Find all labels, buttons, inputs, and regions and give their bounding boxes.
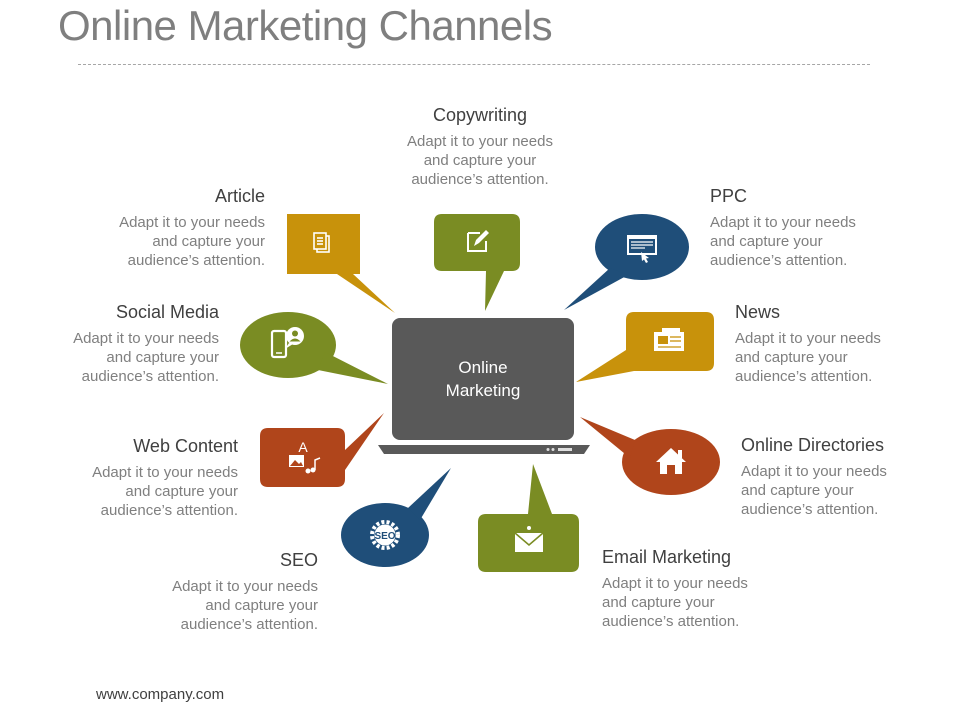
copywriting-text: Copywriting Adapt it to your needs and c…	[385, 105, 575, 189]
copywriting-description: Adapt it to your needs and capture your …	[407, 133, 553, 188]
seo-icon-text: SEO	[374, 531, 395, 542]
browser-click-icon	[627, 235, 657, 263]
laptop-base-dot	[551, 448, 555, 451]
news-bubble	[576, 312, 714, 382]
newspaper-icon	[654, 328, 684, 351]
news-title: News	[735, 302, 781, 322]
webcontent-description: Adapt it to your needs and capture your …	[92, 464, 238, 519]
article-text: Article Adapt it to your needs and captu…	[75, 186, 265, 270]
directories-text: Online Directories Adapt it to your need…	[741, 435, 931, 519]
news-text: News Adapt it to your needs and capture …	[735, 302, 925, 386]
copywriting-bubble	[434, 214, 520, 311]
email-description: Adapt it to your needs and capture your …	[602, 575, 748, 630]
center-label-line2: Marketing	[445, 381, 521, 400]
webcontent-bubble	[260, 413, 384, 487]
document-icon	[313, 232, 330, 253]
ppc-text: PPC Adapt it to your needs and capture y…	[710, 186, 900, 270]
laptop-base-light	[558, 448, 572, 451]
social-bubble	[240, 312, 388, 384]
center-label-line1: Online	[458, 358, 508, 377]
article-description: Adapt it to your needs and capture your …	[119, 214, 265, 269]
webcontent-text: Web Content Adapt it to your needs and c…	[48, 436, 238, 520]
laptop-base	[378, 445, 590, 454]
seo-description: Adapt it to your needs and capture your …	[172, 578, 318, 633]
edit-icon	[467, 230, 489, 252]
directories-title: Online Directories	[741, 435, 885, 455]
mobile-user-icon	[270, 327, 304, 359]
copywriting-title: Copywriting	[432, 105, 528, 125]
ppc-title: PPC	[710, 186, 748, 206]
laptop-screen	[392, 318, 574, 440]
social-title: Social Media	[115, 302, 219, 322]
seo-title: SEO	[279, 550, 318, 570]
seo-text: SEO Adapt it to your needs and capture y…	[128, 550, 318, 634]
social-description: Adapt it to your needs and capture your …	[73, 330, 219, 385]
page-title: Online Marketing Channels	[58, 2, 553, 49]
laptop-base-dot	[546, 448, 550, 451]
envelope-icon	[514, 526, 544, 552]
article-bubble	[287, 214, 395, 313]
email-bubble	[478, 464, 579, 572]
ppc-description: Adapt it to your needs and capture your …	[710, 214, 856, 269]
ppc-bubble	[564, 214, 689, 310]
email-title: Email Marketing	[602, 547, 732, 567]
media-icon	[289, 455, 321, 474]
article-title: Article	[214, 186, 265, 206]
directories-bubble	[580, 417, 720, 495]
seo-bubble	[341, 468, 451, 567]
web-content-icon-letter: A	[298, 439, 308, 455]
title-divider	[78, 64, 870, 65]
seo-gear-icon	[370, 520, 400, 550]
social-text: Social Media Adapt it to your needs and …	[29, 302, 219, 386]
home-icon	[656, 448, 686, 474]
webcontent-title: Web Content	[133, 436, 238, 456]
center-label: Online Marketing	[392, 356, 574, 402]
directories-description: Adapt it to your needs and capture your …	[741, 463, 887, 518]
email-text: Email Marketing Adapt it to your needs a…	[602, 547, 792, 631]
news-description: Adapt it to your needs and capture your …	[735, 330, 881, 385]
footer-url: www.company.com	[96, 686, 225, 703]
